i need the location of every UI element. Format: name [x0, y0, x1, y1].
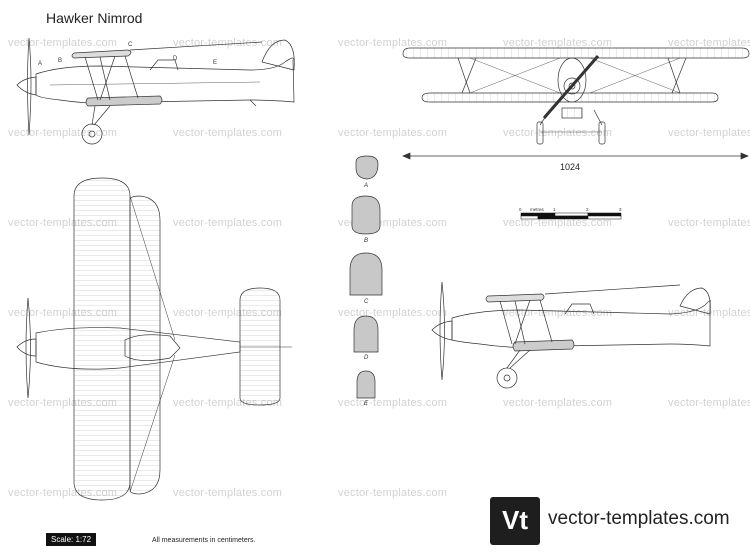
- fuselage-letter: D: [173, 56, 178, 62]
- watermark: vector-templates.com: [503, 37, 613, 49]
- side-view-2: [431, 281, 711, 389]
- cross-sections: [349, 155, 383, 399]
- tail-fin: [261, 39, 295, 71]
- front-upper-wing: [402, 47, 750, 59]
- upper-wing-2: [485, 293, 545, 303]
- scale-unit-label: metres: [530, 207, 544, 212]
- logo-text: vector-templates.com: [548, 508, 730, 529]
- side-view: [16, 37, 295, 145]
- top-upper-wing: [73, 177, 131, 501]
- fuselage-2: [451, 300, 711, 348]
- scale-tick-label: 3: [619, 207, 622, 212]
- watermark: vector-templates.com: [668, 217, 750, 229]
- watermark: vector-templates.com: [668, 307, 750, 319]
- section-b-shape: [351, 195, 381, 235]
- section-label: D: [364, 355, 369, 361]
- section-e-shape: [356, 370, 376, 399]
- top-view: [16, 177, 292, 501]
- scale-bar: [520, 212, 622, 220]
- fuselage: [35, 57, 295, 104]
- front-propeller: [542, 55, 600, 119]
- logo-icon: Vt: [490, 497, 540, 545]
- watermark: vector-templates.com: [338, 37, 448, 49]
- upper-wing: [71, 49, 132, 59]
- scale-tick-label: 0: [519, 207, 522, 212]
- front-view: [402, 47, 750, 145]
- measurement-note: All measurements in centimeters.: [152, 537, 256, 544]
- watermark: vector-templates.com: [173, 487, 283, 499]
- fuselage-letter: E: [213, 60, 218, 66]
- section-d-shape: [353, 315, 379, 353]
- watermark: vector-templates.com: [338, 397, 448, 409]
- fuselage-letter: B: [58, 58, 63, 64]
- scale-tick-label: 1: [553, 207, 556, 212]
- watermark: vector-templates.com: [668, 127, 750, 139]
- span-dimension-line: [402, 152, 749, 160]
- watermark: vector-templates.com: [503, 127, 613, 139]
- watermark: vector-templates.com: [668, 37, 750, 49]
- span-dimension-label: 1024: [560, 162, 581, 172]
- logo-glyph-text: Vt: [502, 505, 528, 535]
- watermark: vector-templates.com: [173, 127, 283, 139]
- front-lower-wing: [421, 92, 719, 103]
- lower-wing-2: [512, 339, 575, 352]
- top-tailplane: [239, 287, 281, 406]
- top-lower-wing: [129, 195, 161, 495]
- watermark: vector-templates.com: [503, 217, 613, 229]
- watermark: vector-templates.com: [668, 397, 750, 409]
- watermark-row: vector-templates.com vector-templates.co…: [0, 127, 750, 141]
- watermark: vector-templates.com: [8, 37, 118, 49]
- watermark: vector-templates.com: [503, 397, 613, 409]
- section-label: E: [364, 401, 369, 407]
- section-label: C: [364, 299, 369, 305]
- drawing-title: Hawker Nimrod: [46, 10, 143, 26]
- fuselage-letter: C: [128, 42, 133, 48]
- watermark: vector-templates.com: [338, 127, 448, 139]
- watermark: vector-templates.com: [338, 487, 448, 499]
- section-label: A: [364, 183, 369, 189]
- top-propeller: [25, 297, 31, 399]
- propeller: [27, 37, 32, 136]
- watermark: vector-templates.com: [173, 217, 283, 229]
- tail-fin-2: [679, 287, 711, 315]
- section-a-shape: [355, 155, 379, 180]
- spinner: [16, 76, 37, 96]
- lower-wing: [85, 95, 163, 107]
- section-label: B: [364, 238, 369, 244]
- section-c-shape: [349, 252, 383, 296]
- fuselage-letter: A: [38, 61, 43, 67]
- scale-tick-label: 2: [586, 207, 589, 212]
- propeller-2: [439, 281, 445, 381]
- scale-badge: Scale: 1:72: [46, 533, 97, 546]
